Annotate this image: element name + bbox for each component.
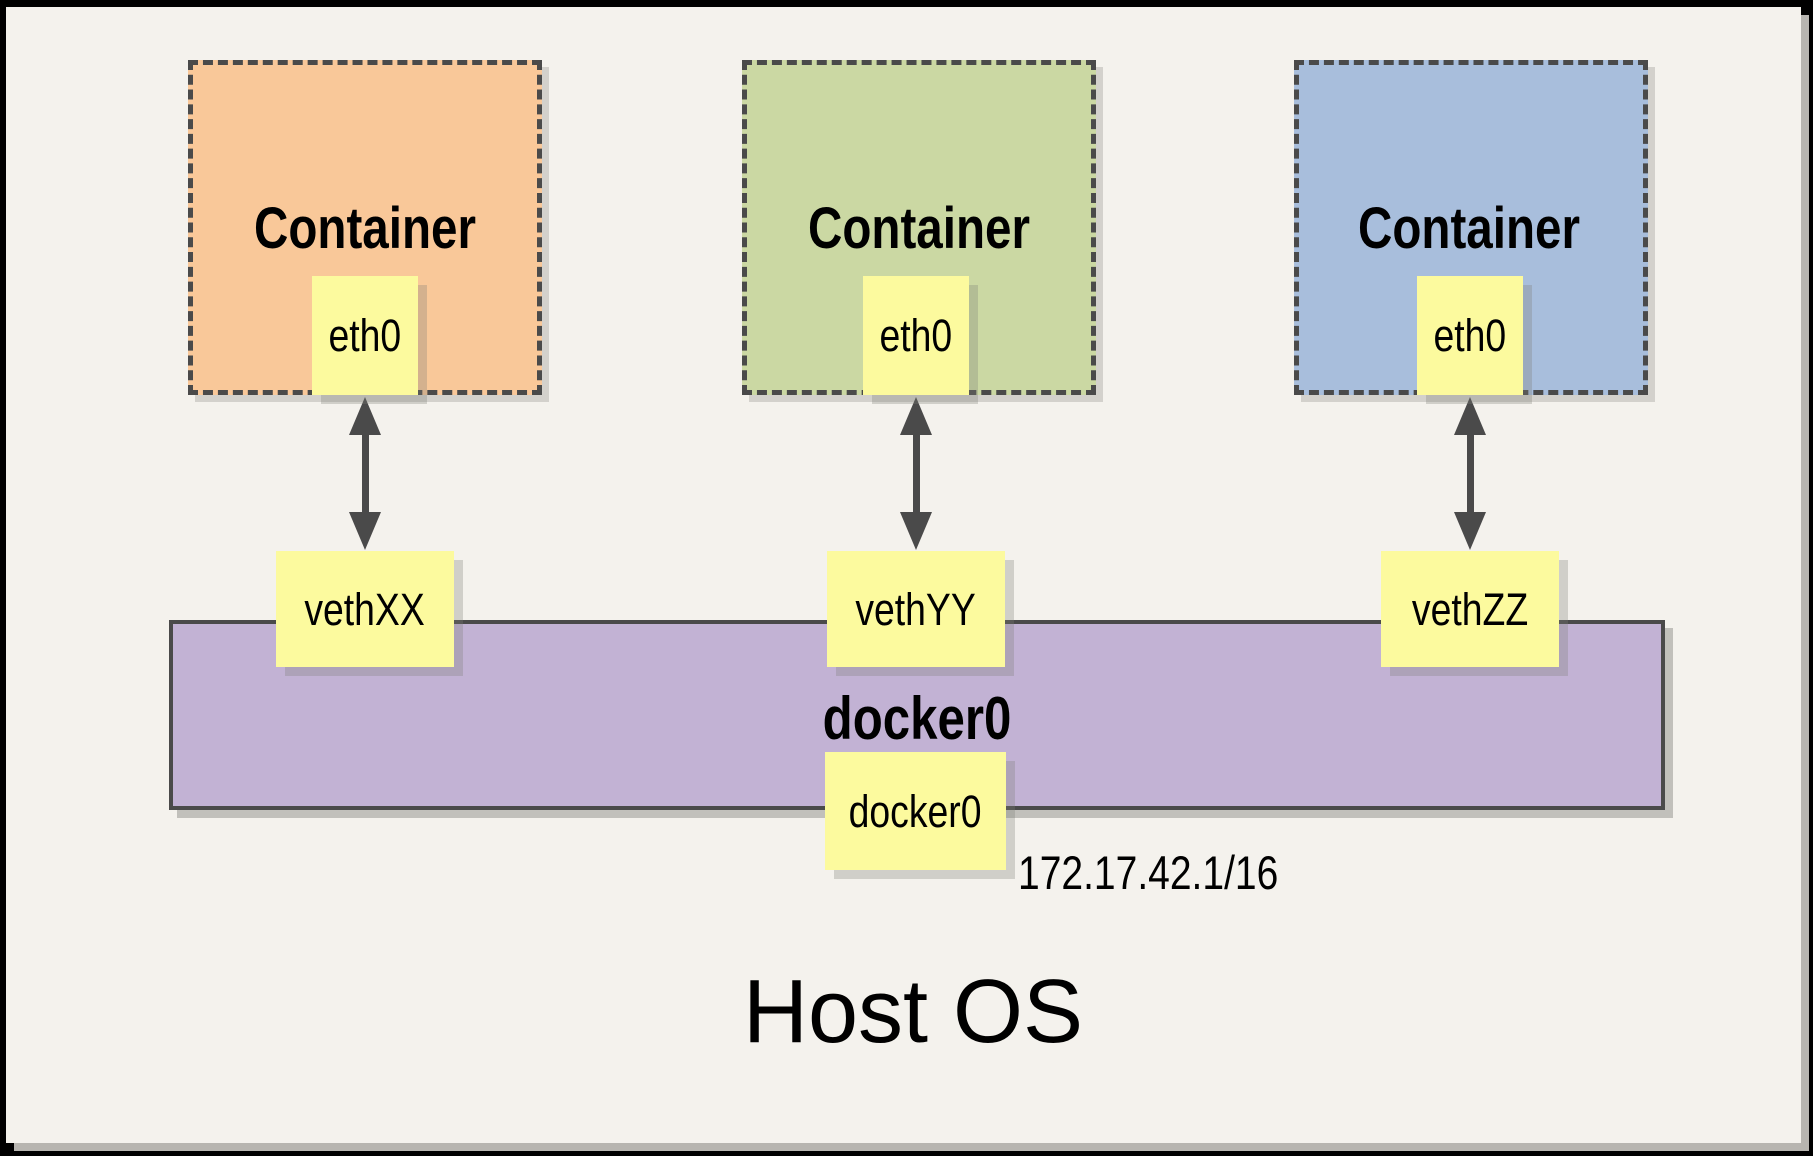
veth-box-2: vethYY bbox=[827, 551, 1005, 667]
veth-label-1: vethXX bbox=[304, 583, 426, 635]
veth-label-3: vethZZ bbox=[1411, 583, 1529, 635]
arrowhead-down-icon bbox=[900, 512, 932, 550]
arrow-shaft bbox=[1466, 431, 1474, 516]
docker0-interface-label: docker0 bbox=[849, 785, 982, 837]
diagram-canvas: docker0 Container eth0 vethXX Container … bbox=[6, 7, 1801, 1143]
docker0-interface-box: docker0 bbox=[825, 752, 1006, 870]
container-title-3: Container bbox=[1358, 196, 1580, 261]
veth-box-3: vethZZ bbox=[1381, 551, 1559, 667]
eth0-box-3: eth0 bbox=[1417, 276, 1523, 395]
eth0-label-3: eth0 bbox=[1433, 310, 1507, 361]
arrow-shaft bbox=[361, 431, 369, 516]
arrowhead-down-icon bbox=[349, 512, 381, 550]
veth-label-2: vethYY bbox=[855, 583, 977, 635]
arrowhead-up-icon bbox=[349, 397, 381, 435]
eth0-box-1: eth0 bbox=[312, 276, 418, 395]
veth-link-arrow-1 bbox=[348, 397, 382, 550]
veth-link-arrow-3 bbox=[1453, 397, 1487, 550]
container-title-1: Container bbox=[254, 196, 476, 261]
arrowhead-up-icon bbox=[900, 397, 932, 435]
veth-link-arrow-2 bbox=[899, 397, 933, 550]
eth0-label-2: eth0 bbox=[879, 310, 953, 361]
docker0-ip-address: 172.17.42.1/16 bbox=[1018, 846, 1279, 899]
arrowhead-up-icon bbox=[1454, 397, 1486, 435]
eth0-box-2: eth0 bbox=[863, 276, 969, 395]
eth0-label-1: eth0 bbox=[328, 310, 402, 361]
container-title-2: Container bbox=[808, 196, 1030, 261]
arrow-shaft bbox=[912, 431, 920, 516]
docker0-bridge-label: docker0 bbox=[822, 685, 1012, 752]
veth-box-1: vethXX bbox=[276, 551, 454, 667]
host-os-label: Host OS bbox=[742, 962, 1084, 1062]
arrowhead-down-icon bbox=[1454, 512, 1486, 550]
